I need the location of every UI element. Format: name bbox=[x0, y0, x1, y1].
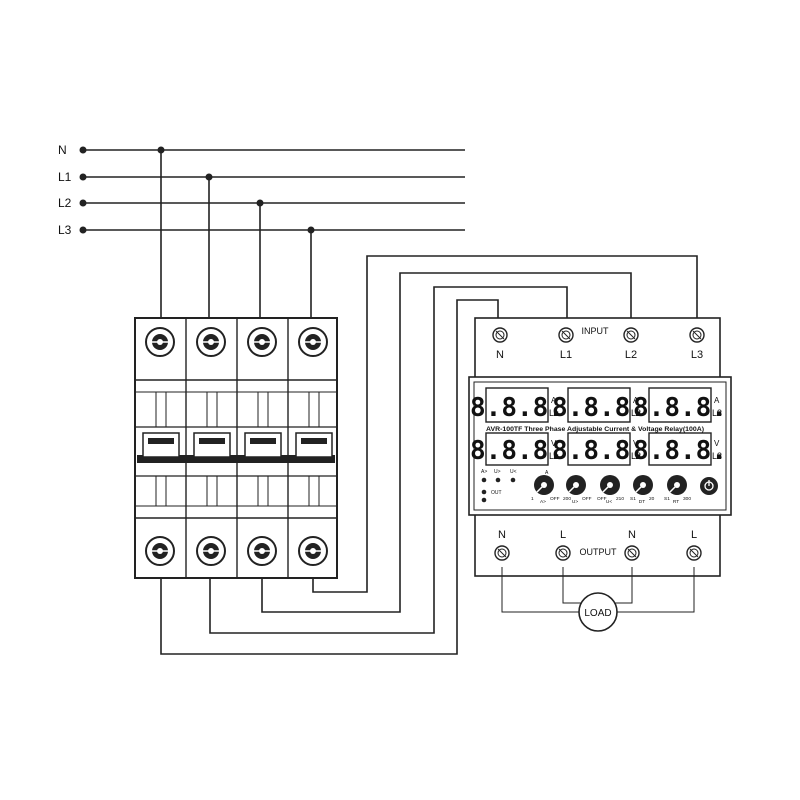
relay-screw-icon bbox=[492, 327, 508, 343]
output-terminal-label-1: N bbox=[498, 529, 506, 541]
led-out-2-icon bbox=[481, 497, 487, 503]
indicator-label-u-over: U> bbox=[494, 469, 501, 475]
display-current-l2: 8.8.8. bbox=[552, 393, 646, 423]
breaker-screw-icon bbox=[196, 536, 226, 566]
output-terminal-label-3: N bbox=[628, 529, 636, 541]
relay-screw-terminals bbox=[492, 327, 705, 561]
breaker-handle-bar bbox=[137, 455, 335, 463]
setting-knob[interactable]: 1A> OFF bbox=[531, 475, 560, 505]
unit-current-l3: A bbox=[714, 396, 720, 405]
led-u-under-icon bbox=[510, 477, 516, 483]
phase-current-l2: L2 bbox=[631, 408, 641, 418]
indicator-label-out: OUT bbox=[491, 490, 502, 496]
display-voltage-l1: 8.8.8. bbox=[470, 436, 564, 466]
knob-min-label: S1 bbox=[630, 496, 636, 502]
unit-current-l2: A bbox=[633, 396, 639, 405]
input-terminal-label-n: N bbox=[496, 349, 504, 361]
current-displays: 8.8.8. 8.8.8. 8.8.8. A L1 A L2 A L3 bbox=[470, 387, 727, 423]
bus-label-l2: L2 bbox=[58, 196, 72, 210]
load-wires bbox=[501, 567, 695, 613]
bus-lines bbox=[82, 149, 465, 231]
relay-screw-icon bbox=[555, 545, 571, 561]
output-label: OUTPUT bbox=[580, 547, 618, 557]
phase-voltage-l1: L1 bbox=[549, 451, 559, 461]
relay-screw-icon bbox=[686, 545, 702, 561]
led-out-icon bbox=[481, 489, 487, 495]
relay-screw-icon bbox=[494, 545, 510, 561]
knob-min-label: S1 bbox=[664, 496, 670, 502]
input-terminal-label-l2: L2 bbox=[625, 349, 637, 361]
bus-label-l3: L3 bbox=[58, 223, 72, 237]
load-label: LOAD bbox=[584, 608, 611, 619]
knob-name-label: U< bbox=[606, 499, 612, 505]
unit-voltage-l2: V bbox=[633, 439, 639, 448]
knob-max-label: 300 bbox=[683, 496, 691, 502]
knob-min-label: 1 bbox=[531, 496, 534, 502]
breaker-screw-icon bbox=[247, 327, 277, 357]
indicator-label-a-over: A> bbox=[481, 469, 487, 475]
display-current-l1: 8.8.8. bbox=[470, 393, 564, 423]
input-terminal-label-l3: L3 bbox=[691, 349, 703, 361]
breaker-screw-icon bbox=[145, 536, 175, 566]
bus-label-l1: L1 bbox=[58, 170, 72, 184]
phase-current-l1: L1 bbox=[549, 408, 559, 418]
model-text: AVR-100TF Three Phase Adjustable Current… bbox=[486, 427, 704, 433]
unit-voltage-l3: V bbox=[714, 439, 720, 448]
phase-current-l3: L3 bbox=[712, 408, 722, 418]
led-a-over-icon bbox=[481, 477, 487, 483]
knob-name-label: RT bbox=[673, 499, 679, 505]
relay-screw-icon bbox=[689, 327, 705, 343]
breaker-feed-wires bbox=[160, 150, 312, 318]
indicator-label-u-under: U< bbox=[510, 469, 517, 475]
knob-name-label: U> bbox=[572, 499, 578, 505]
input-label: INPUT bbox=[582, 326, 610, 336]
phase-voltage-l3: L3 bbox=[712, 451, 722, 461]
relay-screw-icon bbox=[623, 327, 639, 343]
voltage-displays: 8.8.8. 8.8.8. 8.8.8. V L1 V L2 V L3 bbox=[470, 432, 727, 466]
breaker-screw-icon bbox=[298, 327, 328, 357]
phase-voltage-l2: L2 bbox=[631, 451, 641, 461]
bus-label-n: N bbox=[58, 143, 67, 157]
breaker-screw-icon bbox=[298, 536, 328, 566]
unit-voltage-l1: V bbox=[551, 439, 557, 448]
knob-min-label: 200 bbox=[563, 496, 571, 502]
knob-max-label: 20 bbox=[649, 496, 655, 502]
breaker-screw-icon bbox=[196, 327, 226, 357]
input-terminal-label-l1: L1 bbox=[560, 349, 572, 361]
breaker-screw-icon bbox=[247, 536, 277, 566]
load-circle bbox=[578, 592, 618, 632]
output-terminal-label-2: L bbox=[560, 529, 566, 541]
knob-min-label: OFF bbox=[597, 496, 607, 502]
knob-max-label: 210 bbox=[616, 496, 624, 502]
bus-dots bbox=[79, 146, 315, 234]
relay-module: INPUT N L1 L2 L3 8.8.8. 8.8.8. 8.8.8. A … bbox=[468, 317, 732, 577]
load: LOAD bbox=[578, 592, 618, 632]
led-u-over-icon bbox=[495, 477, 501, 483]
knob-max-label: OFF bbox=[582, 496, 592, 502]
unit-current-l1: A bbox=[551, 396, 557, 405]
knob-top-label: A bbox=[545, 470, 549, 476]
relay-input-wires bbox=[160, 255, 698, 655]
breaker-screw-terminals bbox=[145, 327, 328, 566]
breaker-screw-icon bbox=[145, 327, 175, 357]
relay-screw-icon bbox=[624, 545, 640, 561]
circuit-breaker bbox=[134, 317, 338, 579]
indicator-group: A> U> U< OUT bbox=[481, 469, 517, 503]
display-current-l3: 8.8.8. bbox=[633, 393, 727, 423]
relay-screw-icon bbox=[558, 327, 574, 343]
bus-labels: N L1 L2 L3 bbox=[58, 143, 72, 237]
display-voltage-l3: 8.8.8. bbox=[633, 436, 727, 466]
knob-max-label: OFF bbox=[550, 496, 560, 502]
output-terminal-label-4: L bbox=[691, 529, 697, 541]
knob-name-label: DT bbox=[639, 499, 645, 505]
knob-name-label: A> bbox=[540, 499, 546, 505]
display-voltage-l2: 8.8.8. bbox=[552, 436, 646, 466]
power-button[interactable] bbox=[700, 477, 718, 495]
